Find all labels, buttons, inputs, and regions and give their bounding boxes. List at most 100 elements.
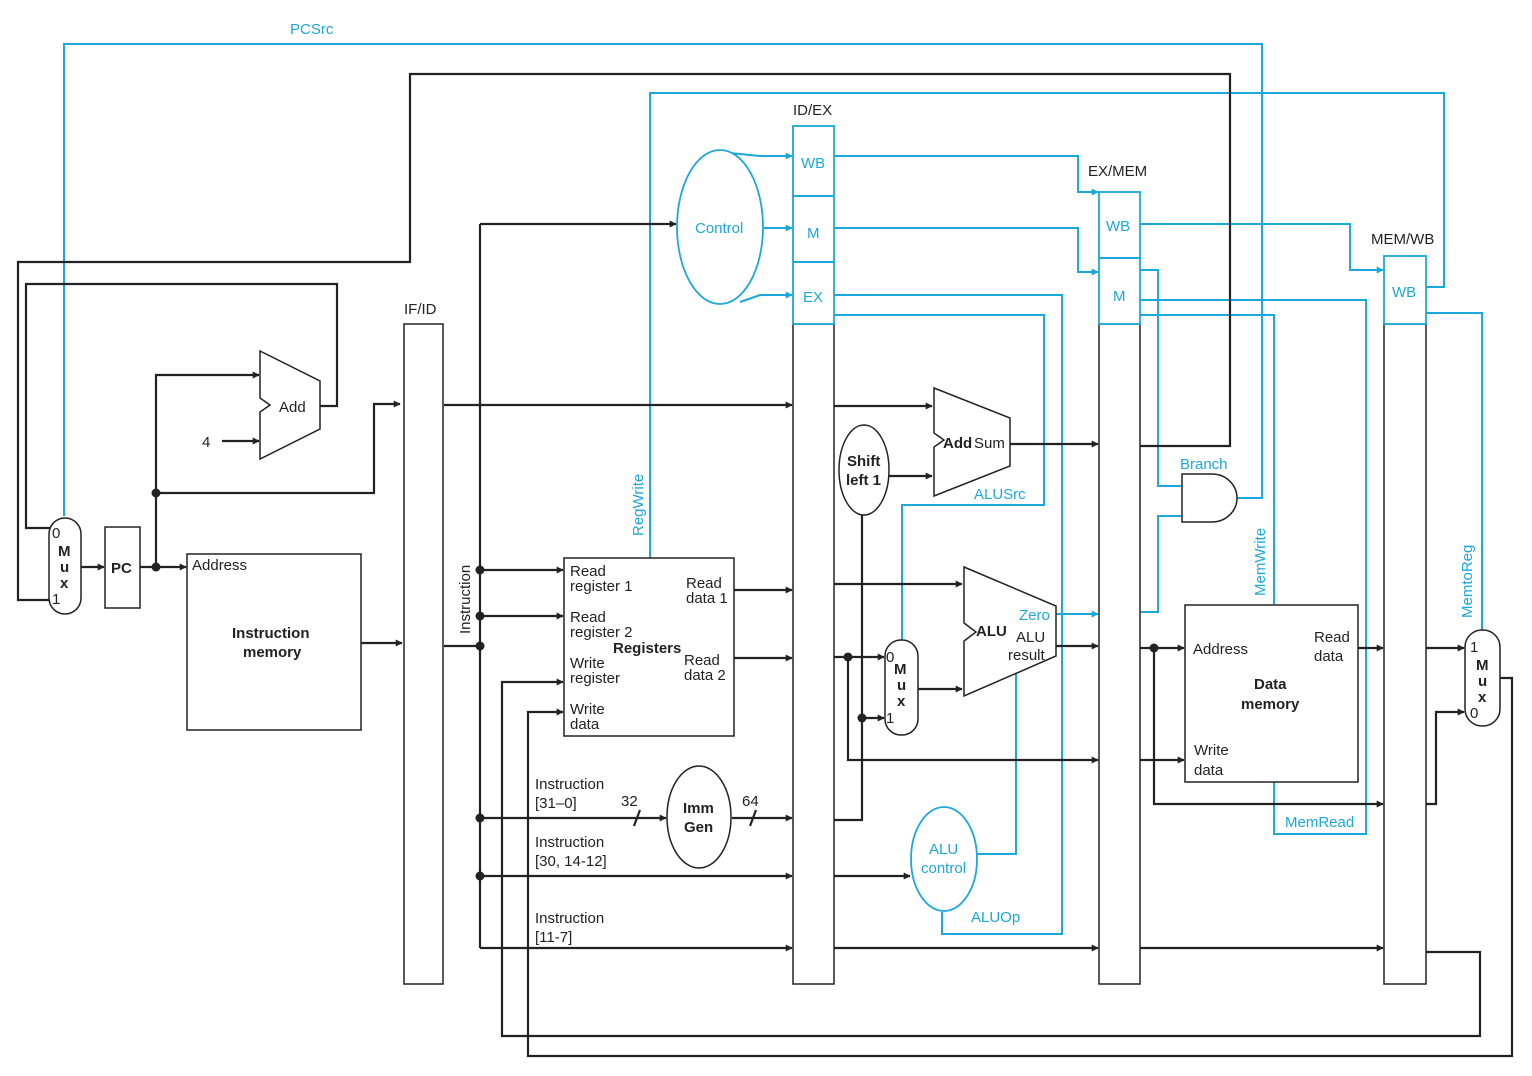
idex-m-label: M bbox=[807, 225, 820, 242]
dmem-read-data-line2: data bbox=[1314, 648, 1344, 665]
read-register-1-line2: register 1 bbox=[570, 578, 633, 595]
memwb-alu-result-to-mux bbox=[1426, 708, 1465, 806]
pc-mux-letter-u: u bbox=[60, 559, 69, 576]
zero-wire bbox=[1140, 515, 1182, 613]
instr-11-7-line1: Instruction bbox=[535, 910, 604, 927]
alusrc-mux-input-1: 1 bbox=[886, 710, 894, 727]
memread-wire bbox=[1140, 299, 1367, 835]
memwb-wb-label: WB bbox=[1392, 284, 1416, 301]
read-data-1-line2: data 1 bbox=[686, 590, 728, 607]
instr-11-7-line2: [11-7] bbox=[535, 929, 572, 946]
pc-mux bbox=[48, 517, 82, 615]
ifid-label: IF/ID bbox=[404, 301, 437, 318]
alu-zero-label: Zero bbox=[1019, 607, 1050, 624]
instr-31-0-line2: [31–0] bbox=[535, 795, 577, 812]
four-label: 4 bbox=[202, 434, 210, 451]
exmem-m-label: M bbox=[1113, 288, 1126, 305]
junction-dot bbox=[1149, 643, 1159, 653]
memtoreg-label: MemtoReg bbox=[1459, 545, 1476, 618]
branch-adder bbox=[933, 386, 1011, 498]
pc-register bbox=[104, 526, 141, 609]
idex-control-fields bbox=[792, 125, 835, 325]
pc-to-ifid bbox=[156, 400, 401, 495]
dmem-write-data-line1: Write bbox=[1194, 742, 1229, 759]
pc-plus-4-wire bbox=[24, 282, 339, 530]
pc-mux-letter-x: x bbox=[60, 575, 69, 592]
exmem-alu-result-to-memwb bbox=[1152, 648, 1384, 808]
instr-31-0-line1: Instruction bbox=[535, 776, 604, 793]
pc-adder-label: Add bbox=[279, 399, 306, 416]
read-data-1-line1: Read bbox=[686, 575, 722, 592]
imem-title-line1: Instruction bbox=[232, 625, 310, 642]
alu-control-line1: ALU bbox=[929, 841, 958, 858]
exmem-label: EX/MEM bbox=[1088, 163, 1147, 180]
read-register-2-line1: Read bbox=[570, 609, 606, 626]
alusrc-mux bbox=[884, 639, 919, 736]
wb-mux-letter-m: M bbox=[1476, 657, 1489, 674]
imem-address-label: Address bbox=[192, 557, 247, 574]
wb-mux-letter-x: x bbox=[1478, 689, 1487, 706]
memwb-register bbox=[1383, 323, 1427, 985]
read-data-2-line2: data 2 bbox=[684, 667, 726, 684]
read-data-2-to-exmem bbox=[846, 657, 1099, 764]
instruction-label: Instruction bbox=[457, 565, 474, 634]
bits-32-label: 32 bbox=[621, 793, 638, 810]
junction-dot bbox=[843, 652, 853, 662]
control-signal-wires bbox=[63, 43, 1483, 935]
idex-wb-forward bbox=[834, 155, 1099, 196]
pc-mux-input-1: 1 bbox=[52, 591, 60, 608]
read-data-2-line1: Read bbox=[684, 652, 720, 669]
idex-ex-label: EX bbox=[803, 289, 823, 306]
dmem-title-line1: Data bbox=[1254, 676, 1287, 693]
instruction-memory bbox=[186, 553, 362, 731]
alu-result-line2: result bbox=[1008, 647, 1046, 664]
shift-left-line2: left 1 bbox=[846, 472, 881, 489]
alu bbox=[963, 565, 1057, 698]
read-register-1-line1: Read bbox=[570, 563, 606, 580]
junction-dot bbox=[475, 611, 485, 621]
memtoreg-mux bbox=[1464, 629, 1501, 727]
write-data-feedback bbox=[526, 676, 1514, 1058]
memwb-control-fields bbox=[1383, 255, 1427, 325]
memread-label: MemRead bbox=[1285, 814, 1354, 831]
control-to-ex bbox=[739, 291, 793, 303]
alusrc-mux-letter-m: M bbox=[894, 661, 907, 678]
regwrite-label: RegWrite bbox=[630, 474, 647, 536]
pcsrc-label: PCSrc bbox=[290, 21, 334, 38]
wb-mux-input-1: 1 bbox=[1470, 639, 1478, 656]
bits-64-label: 64 bbox=[742, 793, 759, 810]
junction-dot bbox=[151, 562, 161, 572]
aluop-wire bbox=[834, 294, 1063, 935]
alu-result-line1: ALU bbox=[1016, 629, 1045, 646]
memwrite-wire bbox=[1140, 314, 1275, 604]
wb-mux-letter-u: u bbox=[1478, 673, 1487, 690]
alu-control-unit bbox=[910, 806, 978, 912]
branch-target-wire bbox=[16, 72, 1232, 602]
pcsrc-wire bbox=[63, 43, 1263, 516]
idex-label: ID/EX bbox=[793, 102, 832, 119]
shift-left-unit bbox=[838, 424, 890, 516]
imm-gen-line1: Imm bbox=[683, 800, 714, 817]
branch-adder-sum-label: Sum bbox=[974, 435, 1005, 452]
control-unit bbox=[676, 149, 764, 305]
regwrite-wire bbox=[649, 92, 1445, 558]
imem-title-line2: memory bbox=[243, 644, 302, 661]
pc-adder bbox=[259, 349, 321, 461]
registers-title: Registers bbox=[613, 640, 681, 657]
branch-wire bbox=[1140, 269, 1182, 487]
exmem-wb-label: WB bbox=[1106, 218, 1130, 235]
read-register-2-line2: register 2 bbox=[570, 624, 633, 641]
imm-gen-line2: Gen bbox=[684, 819, 713, 836]
instr-30-14-12-line2: [30, 14-12] bbox=[535, 853, 607, 870]
idex-wb-label: WB bbox=[801, 155, 825, 172]
branch-and-gate bbox=[1181, 473, 1238, 523]
write-register-line1: Write bbox=[570, 655, 605, 672]
alusrc-label: ALUSrc bbox=[974, 486, 1026, 503]
junction-dot bbox=[857, 713, 867, 723]
pc-label: PC bbox=[111, 560, 132, 577]
alusrc-mux-input-0: 0 bbox=[886, 649, 894, 666]
write-data-line2: data bbox=[570, 716, 600, 733]
write-data-line1: Write bbox=[570, 701, 605, 718]
pc-mux-input-0: 0 bbox=[52, 525, 60, 542]
